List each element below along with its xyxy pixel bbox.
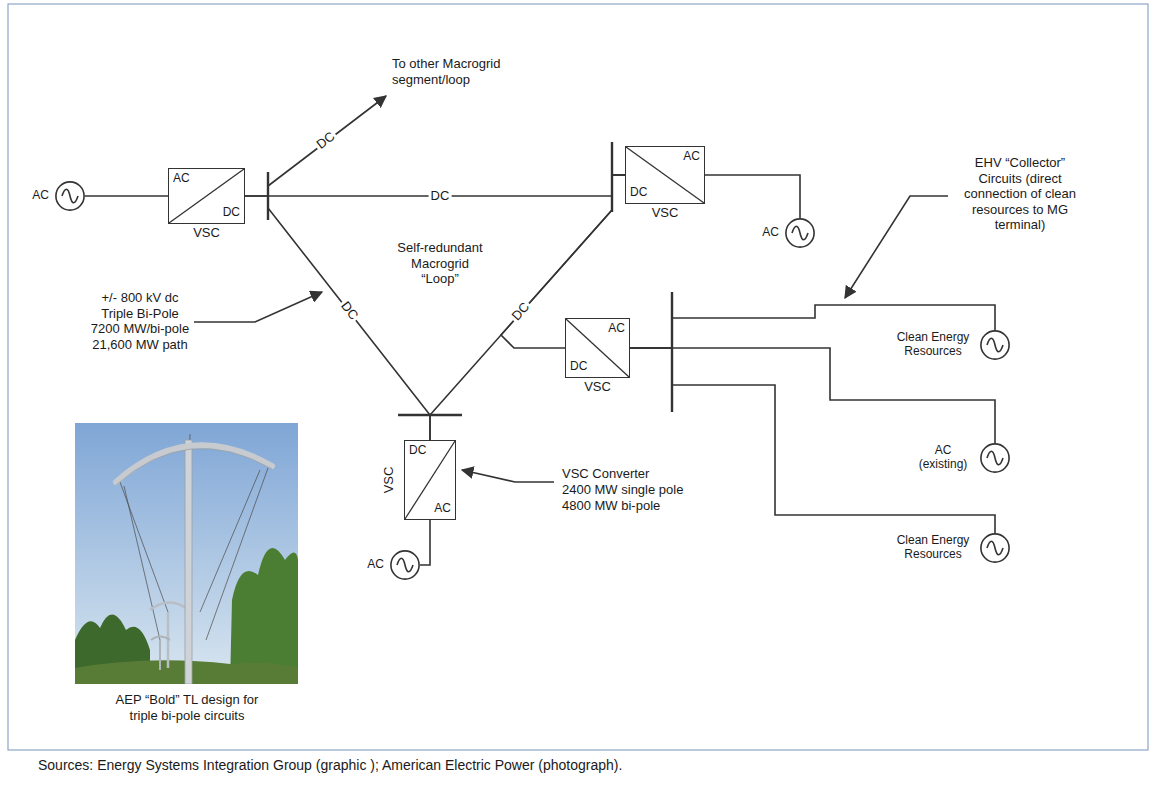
source-label: AC [367,558,384,572]
dc-line [245,196,430,440]
dc-line [430,175,625,440]
bus-bars [268,142,672,415]
photo-distant-tower [150,602,186,668]
converter-box: ACDCVSC [625,146,705,204]
figure-frame [8,4,1148,750]
ac-source-symbol: AC [390,550,420,580]
converter-name: VSC [193,226,220,241]
photo-caption: AEP “Bold” TL design for triple bi-pole … [107,692,267,723]
line-label: DC [336,297,362,324]
collector-circuit [630,348,995,443]
source-label: AC [32,189,49,203]
sine-wave [792,226,808,240]
converter-diagonal [169,169,244,223]
source-circle [981,444,1009,472]
ac-source-symbol [55,181,85,211]
ac-source-symbol: AC [785,218,815,248]
sine-wave [987,541,1003,555]
line-label: DC [429,189,452,204]
ac-source-symbol [390,550,420,580]
sine-wave [987,338,1003,352]
sine-wave [62,189,78,203]
converter-diagonal [626,147,704,203]
tower-photo [75,423,298,684]
ac-source-symbol: AC [55,181,85,211]
ac-source-symbol [980,533,1010,563]
ac-line [705,175,800,218]
converter-note: 4800 MW bi-pole [562,498,660,514]
leader-arrow [462,470,554,482]
port-label: AC [608,322,625,336]
converter-name: VSC [584,380,611,395]
ac-source-symbol [980,443,1010,473]
port-label: DC [630,186,647,200]
ac-source-symbol [785,218,815,248]
converter-diagonal [405,441,455,519]
photo-scene [75,434,298,684]
converter-note: 2400 MW single pole [562,482,683,498]
converter-box: DCACVSC [404,440,456,520]
source-circle [391,551,419,579]
line-rating-note: +/- 800 kV dc Triple Bi-Pole 7200 MW/bi-… [88,290,192,352]
converter-name: VSC [652,206,679,221]
ac-line [85,195,168,197]
converter-box: ACDCVSC [168,168,245,224]
photo-distant-tower [151,637,170,671]
sine-wave [397,558,413,572]
loop-title: Self-redundant Macrogrid “Loop” [393,240,487,287]
port-label: DC [223,206,240,220]
source-circle [786,219,814,247]
source-circle [56,182,84,210]
converter-diagonal [566,319,629,377]
port-label: AC [683,150,700,164]
converter-name: VSC [382,467,397,494]
photo-cross-arm-shade [116,448,272,485]
ac-source-symbol: AC (existing) [980,443,1010,473]
port-label: AC [173,172,190,186]
leader-arrow [194,292,322,322]
leader-arrow [845,196,948,298]
ac-line [420,520,430,565]
link-note: To other Macrogrid segment/loop [392,56,542,87]
ac-source-symbol: Clean Energy Resources [980,330,1010,360]
source-caption: Sources: Energy Systems Integration Grou… [38,757,622,774]
port-label: DC [570,360,587,374]
port-label: AC [434,502,451,516]
photo-cross-arm [116,445,272,482]
leader-arrows [194,96,948,482]
source-label: AC [762,226,779,240]
converter-note: VSC Converter [562,466,649,482]
converter-box: ACDCVSC [565,318,630,378]
collector-circuit [630,348,995,533]
port-label: DC [409,444,426,458]
collector-note: EHV “Collector” Circuits (direct connect… [955,155,1085,233]
macrogrid-link-arrow [268,96,386,186]
source-label: Clean Energy Resources [892,534,974,562]
source-circle [981,534,1009,562]
photo-sky [75,423,298,684]
source-label: Clean Energy Resources [892,331,974,359]
source-circle [981,331,1009,359]
sine-wave [987,451,1003,465]
ac-source-symbol [980,330,1010,360]
ac-source-symbol: Clean Energy Resources [980,533,1010,563]
photo-pole [185,440,192,684]
source-label: AC (existing) [912,444,974,472]
